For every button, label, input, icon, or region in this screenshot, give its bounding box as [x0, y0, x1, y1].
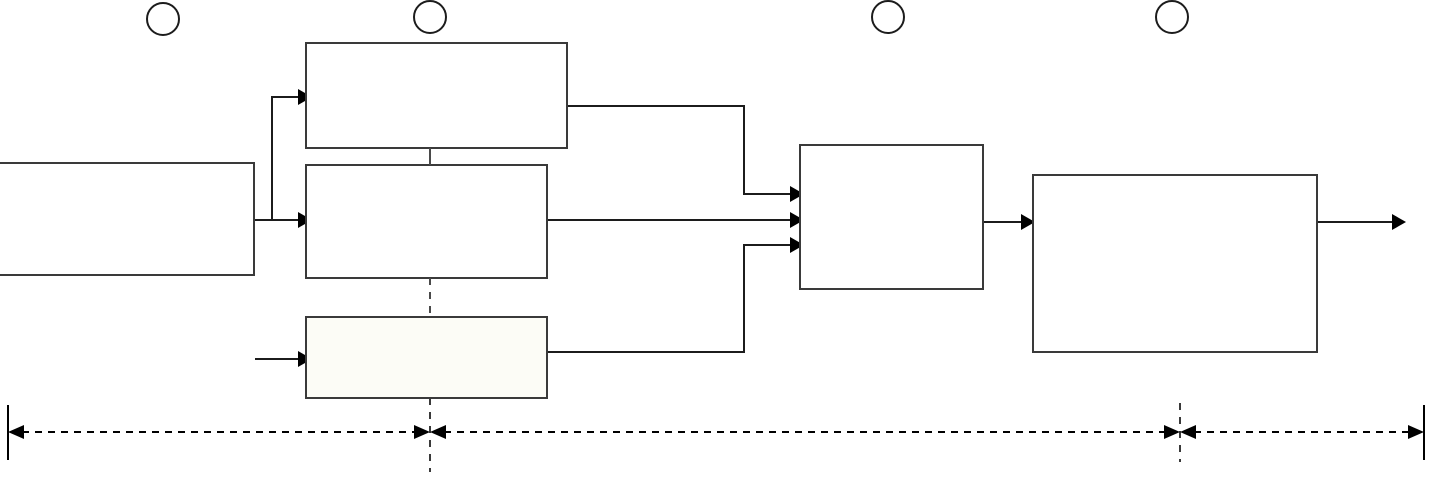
branch-bottom-block-shape[interactable]	[305, 316, 548, 399]
callout-circle-icon[interactable]	[413, 0, 447, 34]
branch-top-block-shape[interactable]	[305, 42, 568, 149]
merge-block-shape[interactable]	[799, 144, 984, 290]
output-block[interactable]	[1032, 174, 1318, 353]
connector-branch-bottom-to-merge	[547, 244, 790, 353]
callout-markers-group	[146, 0, 1189, 36]
callout-circle-icon[interactable]	[1155, 0, 1189, 34]
branch-top-block[interactable]	[305, 42, 568, 149]
branch-bottom-block[interactable]	[305, 316, 548, 399]
arrowhead-output-inlet	[1021, 214, 1035, 230]
arrowhead-dim2-right	[1164, 425, 1180, 439]
arrowhead-dim3-left	[1180, 425, 1196, 439]
arrowhead-merge-inlet-bottom	[790, 237, 804, 253]
dimension-segment-1	[8, 425, 430, 439]
arrowhead-dim1-right	[414, 425, 430, 439]
arrowhead-merge-inlet-top	[790, 186, 804, 202]
dimension-segment-2	[430, 425, 1180, 439]
dimension-row	[7, 398, 1425, 472]
arrowhead-dim3-right	[1408, 425, 1424, 439]
input-block[interactable]	[0, 162, 255, 276]
arrowhead-dim1-left	[8, 425, 24, 439]
branch-middle-block-shape[interactable]	[305, 164, 548, 279]
connectors-group	[254, 89, 1406, 367]
input-block-shape[interactable]	[0, 162, 255, 276]
connector-input-to-branch-top	[271, 96, 298, 220]
arrowhead-dim2-left	[430, 425, 446, 439]
callout-1[interactable]	[146, 2, 180, 36]
arrowhead-exterior-outlet	[1392, 214, 1406, 230]
callout-4[interactable]	[1155, 0, 1189, 34]
arrowhead-merge-inlet-middle	[790, 212, 804, 228]
output-block-shape[interactable]	[1032, 174, 1318, 353]
callout-2[interactable]	[413, 0, 447, 34]
callout-circle-icon[interactable]	[146, 2, 180, 36]
dimension-segment-3	[1180, 425, 1424, 439]
callout-3[interactable]	[871, 0, 905, 34]
blocks-group	[0, 42, 1318, 399]
connector-branch-top-to-merge	[567, 105, 790, 195]
callout-circle-icon[interactable]	[871, 0, 905, 34]
merge-block[interactable]	[799, 144, 984, 290]
branch-middle-block[interactable]	[305, 164, 548, 279]
